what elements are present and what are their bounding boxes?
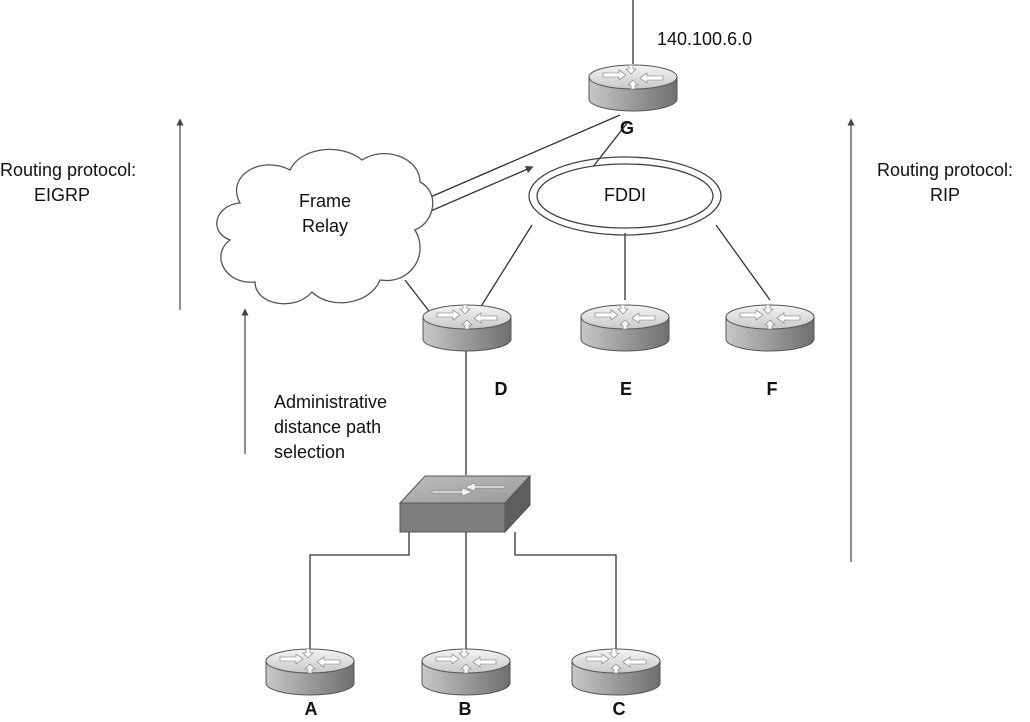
router-c-label: C [612, 699, 626, 719]
router-f-label: F [766, 379, 778, 399]
admin-note-line2: distance path [274, 417, 382, 437]
router-d-label: D [494, 379, 508, 399]
router-e-icon [580, 304, 670, 352]
right-protocol-line2: RIP [929, 185, 960, 205]
router-d-icon [422, 304, 512, 352]
arrows [176, 118, 855, 562]
admin-note-line1: Administrative [274, 392, 388, 412]
router-g-icon [588, 64, 678, 112]
router-e-label: E [619, 379, 632, 399]
router-a-icon [265, 648, 355, 696]
router-c-icon [571, 648, 661, 696]
router-f-icon [725, 304, 815, 352]
frame-relay-cloud [216, 148, 434, 305]
fddi-ring [528, 156, 722, 236]
router-b-icon [421, 648, 511, 696]
fddi-label: FDDI [604, 185, 646, 205]
network-address-label: 140.100.6.0 [657, 29, 753, 49]
links [309, 0, 771, 650]
left-protocol-line2: EIGRP [33, 185, 90, 205]
right-protocol-line1: Routing protocol: [876, 160, 1014, 180]
router-g-label: G [619, 118, 634, 138]
left-protocol-line1: Routing protocol: [0, 160, 137, 180]
admin-note-line3: selection [274, 442, 346, 462]
router-a-label: A [304, 699, 318, 719]
cloud-label-line1: Frame [298, 191, 351, 211]
router-b-label: B [458, 699, 472, 719]
switch-icon [398, 474, 532, 534]
cloud-label-line2: Relay [301, 216, 349, 236]
